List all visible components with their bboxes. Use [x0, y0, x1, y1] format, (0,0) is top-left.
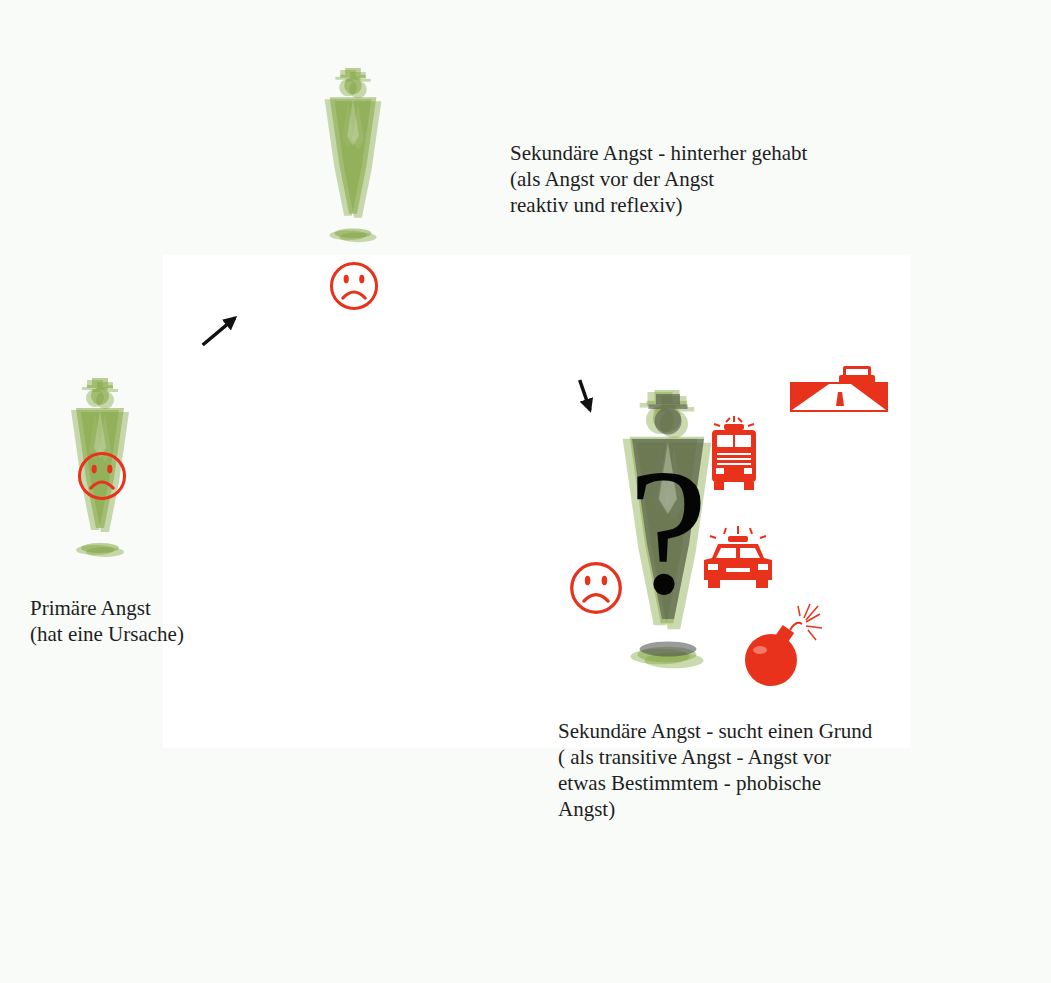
bomb-icon	[745, 604, 822, 686]
person-figure	[325, 68, 382, 242]
inner-panel	[163, 255, 910, 748]
road-sign-icon	[790, 366, 888, 412]
flow-arrow	[580, 380, 590, 410]
caption-body: (als Angst vor der Angst reaktiv und ref…	[510, 166, 772, 218]
person-figure	[71, 378, 129, 557]
flow-arrow	[203, 318, 235, 345]
figure-node: Sekundäre Angst - sucht einen Grund( als…	[555, 410, 1010, 840]
caption-heading: Sekundäre Angst - hinterher gehabt	[510, 140, 840, 166]
caption-body: (hat eine Ursache)	[30, 621, 230, 647]
caption-heading: Primäre Angst	[30, 595, 230, 621]
figure-node: Primäre Angst(hat eine Ursache)	[25, 345, 234, 655]
sad-face	[572, 564, 621, 613]
caption-body: ( als transitive Angst - Angst vor etwas…	[558, 744, 843, 822]
question-mark: ?	[618, 442, 718, 622]
sad-face	[331, 263, 376, 308]
fire-truck-icon	[712, 416, 756, 490]
police-car-icon	[704, 526, 772, 588]
sad-face	[79, 453, 124, 498]
caption-heading: Sekundäre Angst - sucht einen Grund	[558, 718, 998, 744]
figure-node: Sekundäre Angst - hinterher gehabt(als A…	[235, 60, 844, 380]
